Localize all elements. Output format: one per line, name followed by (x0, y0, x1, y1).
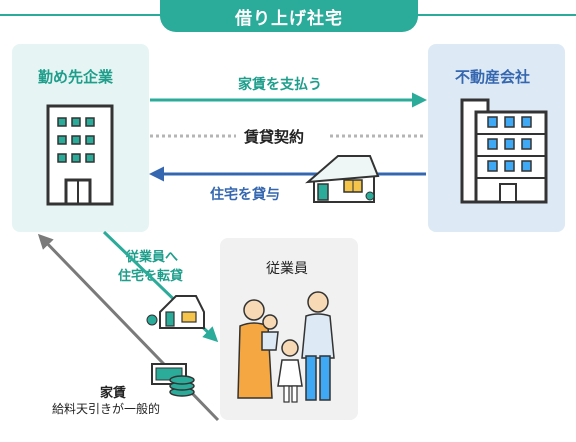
company-label: 勤め先企業 (38, 68, 114, 86)
real-estate-building-icon (460, 98, 548, 204)
diagram-title: 借り上げ社宅 (160, 0, 418, 32)
rent-deduction-label-line1: 家賃 (100, 386, 127, 401)
sublease-label-line1: 従業員へ (126, 250, 179, 265)
lease-contract-label: 賃貸契約 (244, 128, 305, 146)
rent-deduction-label-line2: 給料天引きが一般的 (52, 402, 161, 416)
pay-rent-label: 家賃を支払う (238, 77, 322, 93)
house-icon-large (305, 155, 380, 203)
family-icon (237, 291, 335, 403)
header-line-left (0, 14, 160, 16)
real-estate-label: 不動産会社 (455, 68, 531, 86)
employee-label: 従業員 (266, 261, 308, 277)
company-building-icon (46, 104, 114, 206)
house-icon-small (146, 295, 205, 329)
money-icon (151, 363, 195, 397)
header-line-right (418, 14, 576, 16)
lend-house-label: 住宅を貸与 (210, 187, 280, 203)
